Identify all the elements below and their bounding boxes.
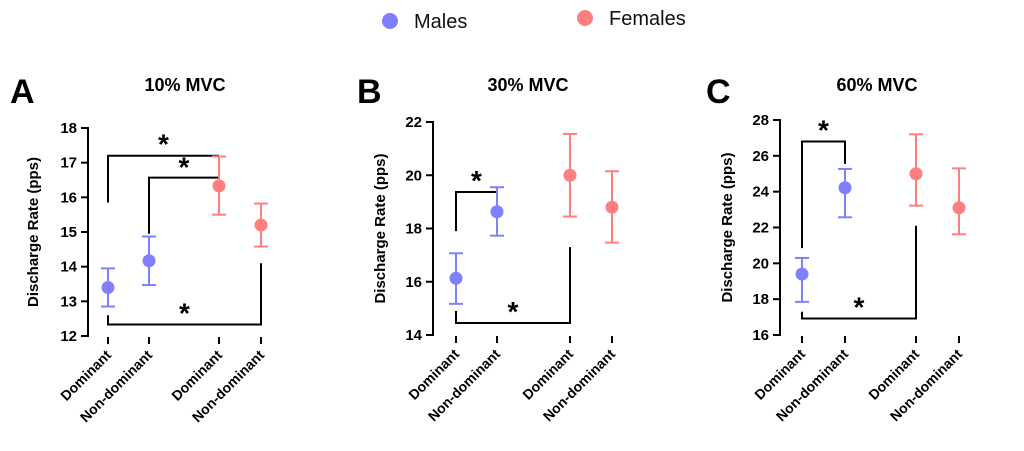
data-point-females [563, 132, 577, 218]
mean-marker [142, 254, 156, 268]
data-point-males [838, 167, 852, 219]
legend: Males Females [382, 8, 686, 33]
panel-title: 10% MVC [144, 75, 225, 95]
y-tick-label: 26 [752, 148, 769, 165]
significance-star: * [179, 298, 190, 329]
y-tick-label: 16 [60, 189, 77, 206]
data-point-males [795, 256, 809, 303]
mean-marker [254, 218, 268, 232]
mean-marker [212, 179, 226, 193]
y-axis-label: Discharge Rate (pps) [25, 157, 42, 307]
data-point-females [605, 170, 619, 244]
significance-bracket [107, 263, 262, 326]
y-tick-label: 20 [752, 255, 769, 272]
significance-bracket [148, 176, 219, 234]
x-tick-label: Non-dominant [77, 347, 156, 426]
mean-marker [795, 267, 809, 281]
y-tick-label: 24 [752, 184, 769, 201]
y-tick-label: 16 [752, 327, 769, 344]
significance-bracket [801, 225, 917, 320]
x-tick-label: Non-dominant [540, 346, 619, 425]
mean-marker [952, 201, 966, 215]
y-tick-label: 14 [60, 259, 77, 276]
y-tick-label: 18 [60, 120, 77, 137]
mean-marker [605, 200, 619, 214]
legend-marker-males [382, 13, 398, 29]
y-tick-label: 16 [405, 274, 422, 291]
significance-star: * [508, 296, 519, 327]
significance-star: * [818, 115, 829, 146]
significance-bracket [455, 247, 571, 325]
panel-title: 60% MVC [836, 75, 917, 95]
x-tick-label: Non-dominant [425, 346, 504, 425]
mean-marker [449, 271, 463, 285]
mean-marker [490, 205, 504, 219]
panel-letter: A [10, 73, 35, 111]
significance-star: * [179, 152, 190, 183]
panel-letter: B [357, 73, 382, 111]
significance-bracket [801, 140, 846, 249]
data-point-males [101, 267, 115, 308]
significance-star: * [471, 165, 482, 196]
mean-marker [838, 181, 852, 195]
data-point-females [254, 202, 268, 248]
y-tick-label: 15 [60, 224, 77, 241]
y-tick-label: 14 [405, 327, 422, 344]
legend-label-males: Males [414, 11, 467, 33]
y-tick-label: 18 [752, 291, 769, 308]
y-tick-label: 13 [60, 293, 77, 310]
data-point-females [212, 155, 226, 216]
data-point-males [142, 235, 156, 287]
significance-star: * [158, 129, 169, 160]
data-point-males [449, 252, 463, 305]
y-tick-label: 18 [405, 221, 422, 238]
y-tick-label: 12 [60, 328, 77, 345]
y-axis-label: Discharge Rate (pps) [719, 152, 736, 302]
mean-marker [563, 168, 577, 182]
panel-title: 30% MVC [487, 75, 568, 95]
y-tick-label: 28 [752, 112, 769, 129]
y-tick-label: 17 [60, 155, 77, 172]
mean-marker [909, 167, 923, 181]
mean-marker [101, 280, 115, 294]
legend-label-females: Females [609, 8, 686, 30]
data-point-females [909, 133, 923, 207]
y-tick-label: 22 [752, 220, 769, 237]
x-tick-label: Non-dominant [189, 347, 268, 426]
data-point-females [952, 167, 966, 236]
panel-letter: C [706, 73, 731, 111]
y-axis-label: Discharge Rate (pps) [372, 153, 389, 303]
y-tick-label: 20 [405, 167, 422, 184]
y-tick-label: 22 [405, 114, 422, 131]
significance-star: * [854, 292, 865, 323]
significance-bracket [107, 154, 219, 203]
legend-marker-females [577, 10, 593, 26]
data-point-males [490, 186, 504, 237]
